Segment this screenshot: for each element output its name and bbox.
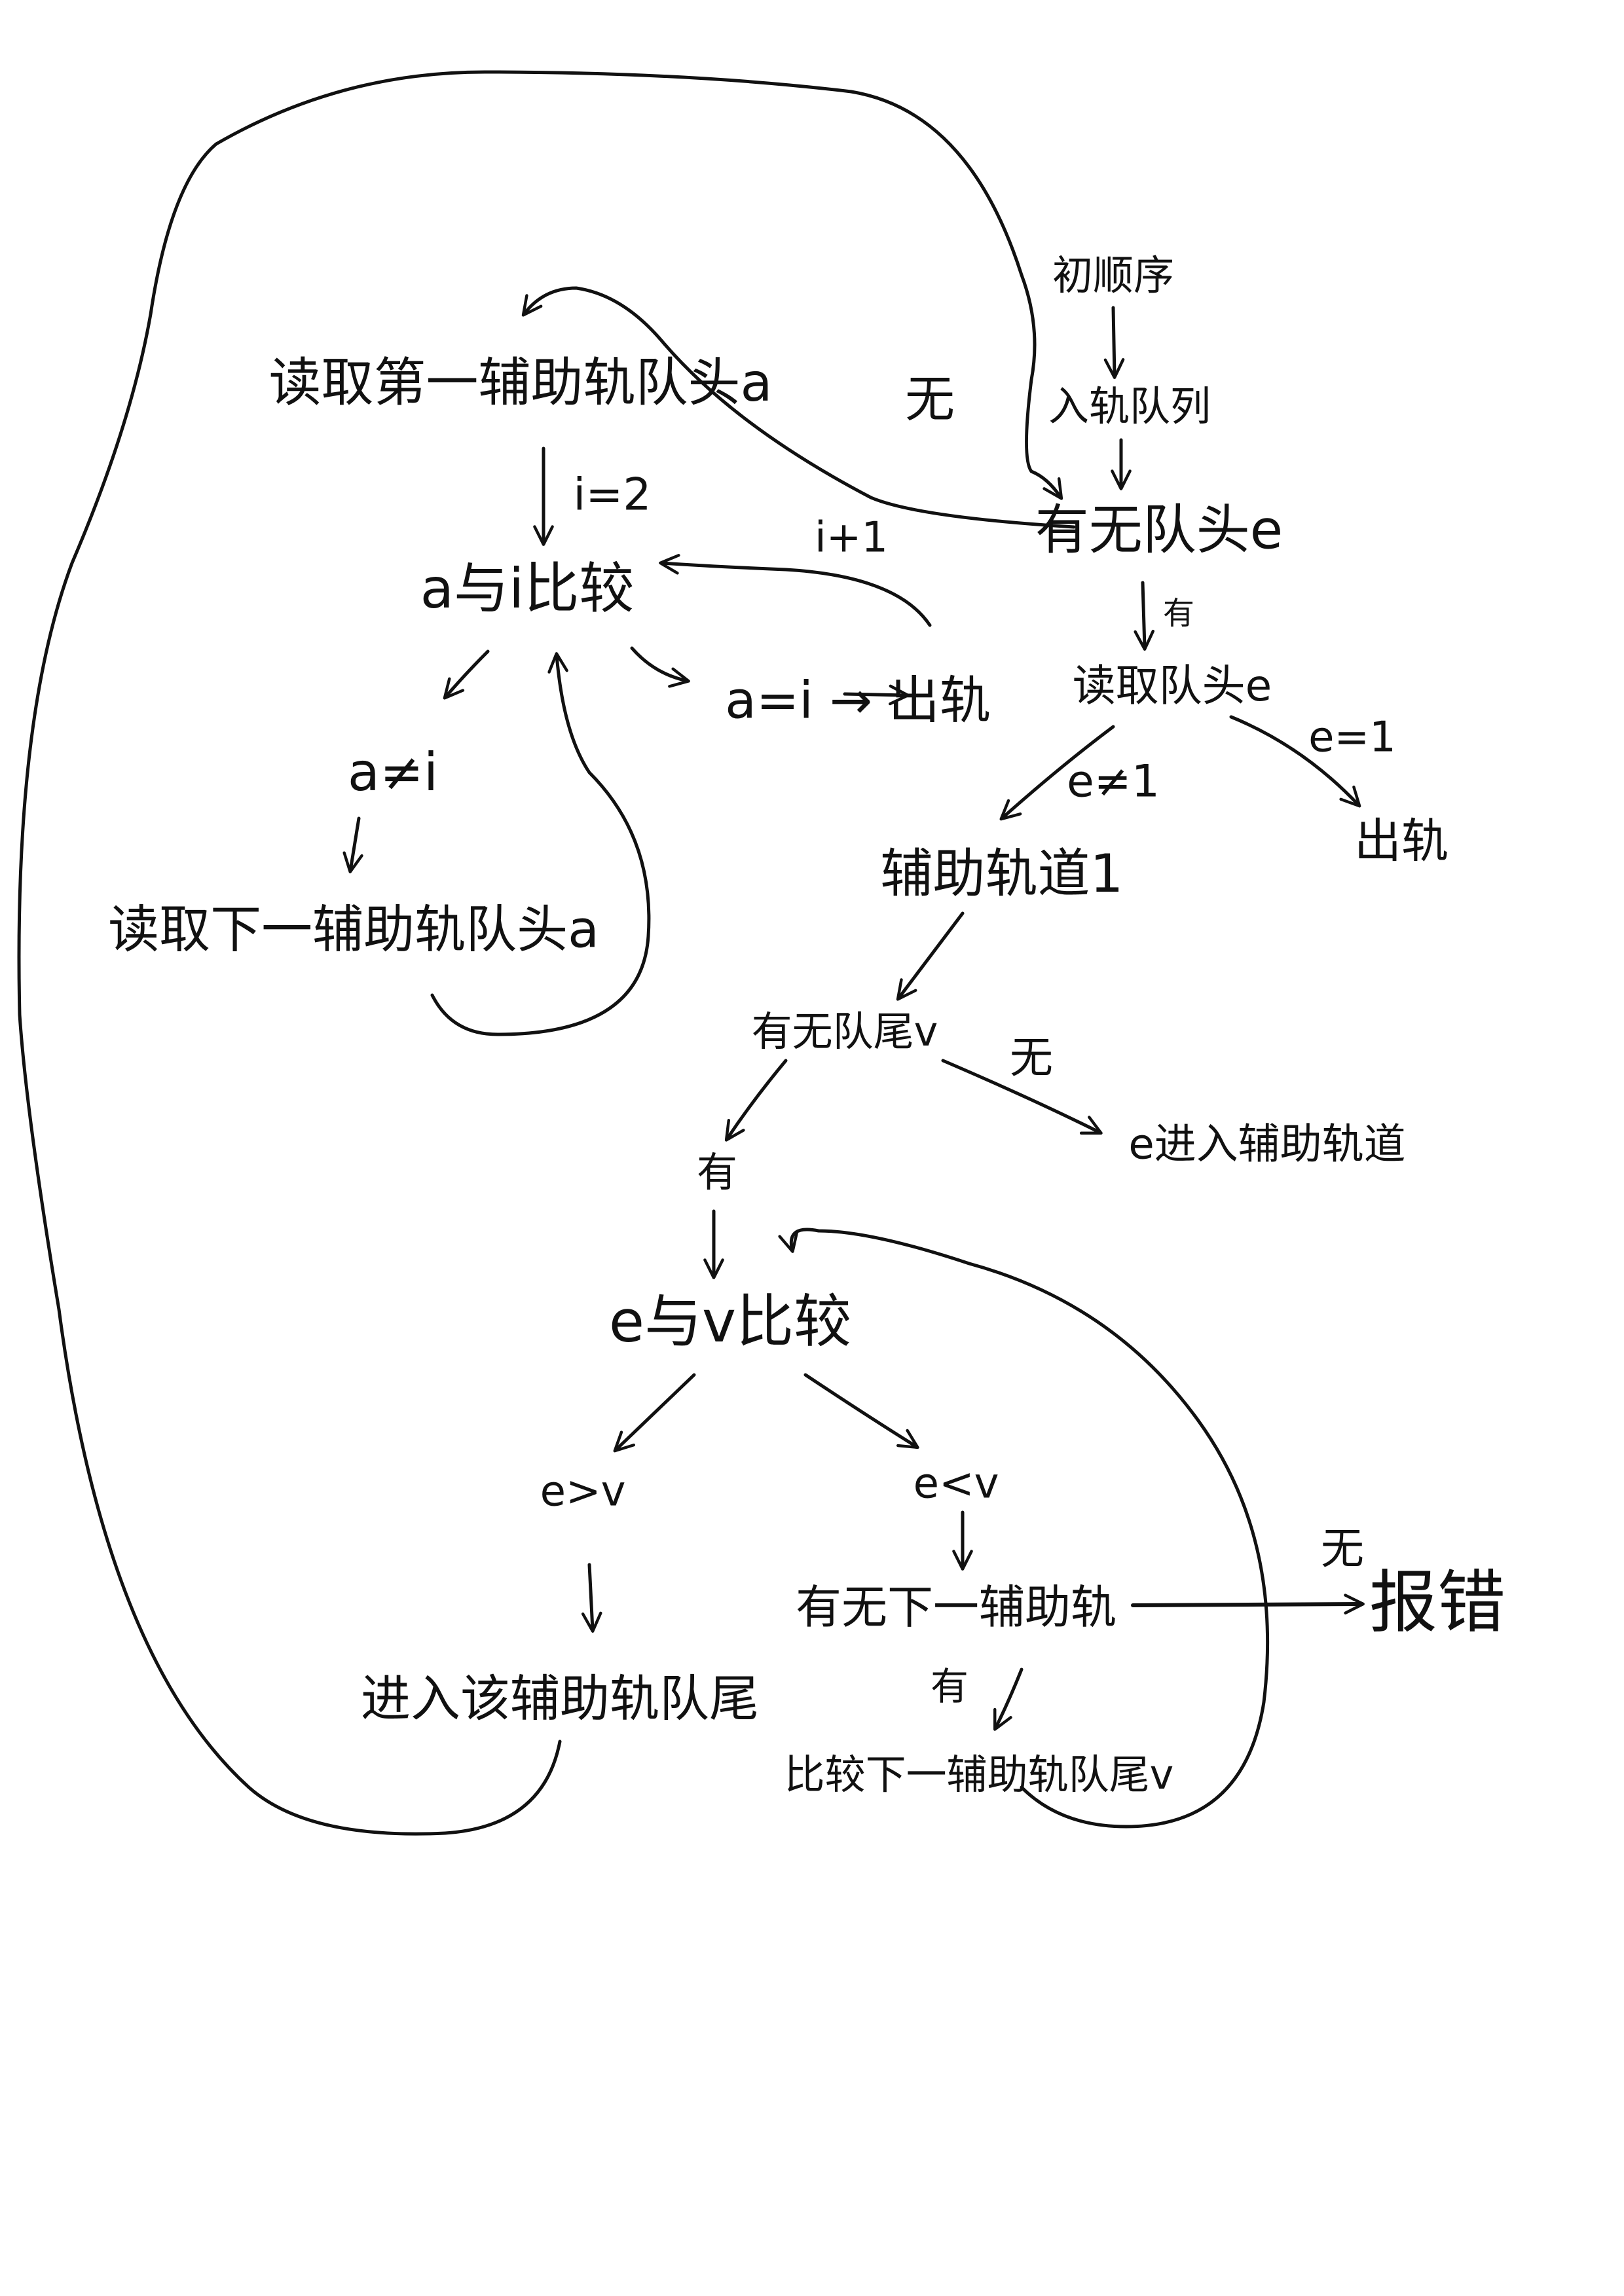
loop-compare-next-to-compare-ev <box>778 1228 1270 1829</box>
loop-enter-tail-to-has-head <box>17 70 1063 1836</box>
edge-label-wu-head: 无 <box>905 370 955 428</box>
edge-label-i-eq-2: i=2 <box>573 469 651 521</box>
node-e-lt-v: e<v <box>913 1460 999 1508</box>
node-exit-right: 出轨 <box>1354 814 1449 869</box>
arrow-compare-to-e-gt-v <box>613 1373 696 1453</box>
arrow-a-eq-i-to-exit <box>843 684 910 706</box>
arrow-aux-to-has-tail <box>896 911 965 1001</box>
node-labels: 初顺序 入轨队列 有无队头e 读取队头e 出轨 辅助轨道1 有无队尾v e进入辅… <box>108 251 1505 1798</box>
arrow-compare-ai-to-exit <box>630 646 690 688</box>
node-a-neq-i: a≠i <box>348 742 438 803</box>
arrow-compare-to-e-lt-v <box>803 1373 919 1449</box>
arrow-exit-to-compare-ai <box>659 554 932 627</box>
edge-label-you-tail: 有 <box>697 1148 737 1196</box>
node-read-next-aux-head: 读取下一辅助轨队头a <box>108 900 599 959</box>
arrow-compare-ai-to-a-neq-i <box>443 649 490 700</box>
connectors <box>17 70 1365 1836</box>
edge-label-e-eq-1: e=1 <box>1308 714 1396 762</box>
node-has-tail: 有无队尾v <box>752 1008 938 1055</box>
node-enqueue: 入轨队列 <box>1048 382 1211 430</box>
arrow-e-gt-v-to-enter-tail <box>581 1563 602 1633</box>
node-initial-order: 初顺序 <box>1052 251 1174 299</box>
loop-read-next-to-compare-ai <box>430 652 651 1036</box>
arrow-has-next-to-error <box>1131 1594 1365 1614</box>
node-has-next-aux: 有无下一辅助轨 <box>796 1580 1116 1634</box>
arrow-has-head-to-read-head <box>1134 581 1155 651</box>
arrow-has-head-to-read-first-aux <box>521 286 1076 529</box>
node-has-head: 有无队头e <box>1035 499 1283 561</box>
edge-label-e-neq-1: e≠1 <box>1067 756 1160 808</box>
arrow-read-head-to-exit <box>1229 715 1361 808</box>
node-aux-track: 辅助轨道1 <box>881 843 1124 904</box>
edge-label-you-next: 有 <box>931 1664 969 1709</box>
node-e-gt-v: e>v <box>540 1468 626 1516</box>
node-compare-ev: e与v比较 <box>609 1288 851 1355</box>
edge-label-wu-tail: 无 <box>1010 1032 1053 1083</box>
node-read-head: 读取队头e <box>1073 661 1272 711</box>
node-compare-next-tail: 比较下一辅助轨队尾v <box>784 1751 1174 1798</box>
edge-label-you-head: 有 <box>1163 595 1194 632</box>
edge-labels: 有 e≠1 e=1 无 有 有 无 无 i=2 i+1 <box>573 370 1395 1709</box>
arrow-a-neq-i-to-read-next <box>342 816 363 873</box>
edge-label-i-plus-1: i+1 <box>815 514 888 562</box>
node-compare-ai: a与i比较 <box>420 556 635 621</box>
node-a-eq-i-exit: a=i → 出轨 <box>725 671 991 730</box>
arrow-has-next-to-compare-next <box>993 1667 1024 1731</box>
arrow-initial-to-enqueue <box>1103 306 1125 379</box>
arrow-read-head-to-aux <box>999 725 1115 821</box>
edge-label-wu-next: 无 <box>1321 1523 1364 1574</box>
node-read-first-aux-head: 读取第一辅助轨队头a <box>268 352 772 413</box>
arrow-has-tail-to-you <box>724 1059 788 1142</box>
arrow-has-tail-to-e-enter <box>941 1059 1103 1135</box>
node-enter-tail: 进入该辅助轨队尾 <box>361 1669 759 1728</box>
node-report-error: 报错 <box>1369 1562 1505 1642</box>
node-e-enter-aux: e进入辅助轨道 <box>1128 1121 1405 1169</box>
